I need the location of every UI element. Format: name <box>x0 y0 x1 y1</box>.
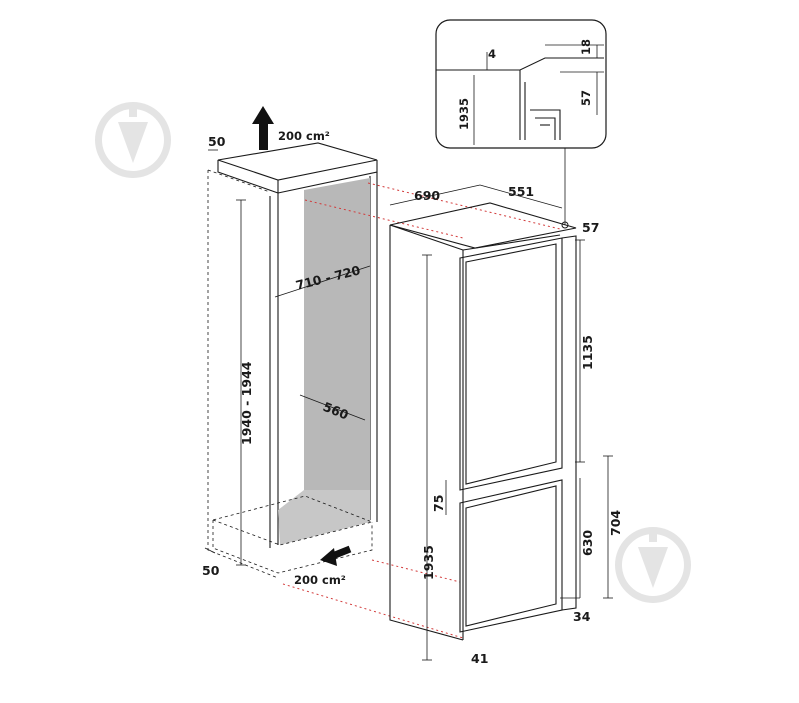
top-vent-label: 200 cm² <box>278 129 330 143</box>
door-gap-label: 75 <box>431 495 446 512</box>
plinth-label: 34 <box>573 609 591 624</box>
fridge-appliance <box>389 148 613 661</box>
base-offset-label: 41 <box>471 651 488 666</box>
niche-top-gap-label: 50 <box>208 134 226 149</box>
watermark-icon-right <box>615 527 691 603</box>
niche-bottom-gap-label: 50 <box>202 563 220 578</box>
hinge-offset-label: 57 <box>582 220 599 235</box>
niche-height-label: 1940 - 1944 <box>239 361 254 445</box>
bottom-air-arrow-icon <box>320 545 352 566</box>
alignment-lines <box>282 182 561 639</box>
detail-plate-label: 18 <box>579 39 593 55</box>
fridge-height-label: 1935 <box>421 545 436 580</box>
lower-door-total-label: 704 <box>608 510 623 536</box>
fridge-depth-total-label: 690 <box>414 188 440 203</box>
lower-door-label: 630 <box>580 530 595 556</box>
niche-cabinet <box>204 142 378 579</box>
top-air-arrow-icon <box>252 106 274 150</box>
detail-offset-label: 57 <box>579 90 593 106</box>
bottom-vent-label: 200 cm² <box>294 573 346 587</box>
watermark-icon-left <box>95 102 171 178</box>
detail-top-gap-label: 4 <box>488 47 496 61</box>
fridge-depth-body-label: 551 <box>508 184 534 199</box>
detail-inset <box>435 19 607 149</box>
detail-height-label: 1935 <box>457 98 471 130</box>
upper-door-label: 1135 <box>580 335 595 370</box>
